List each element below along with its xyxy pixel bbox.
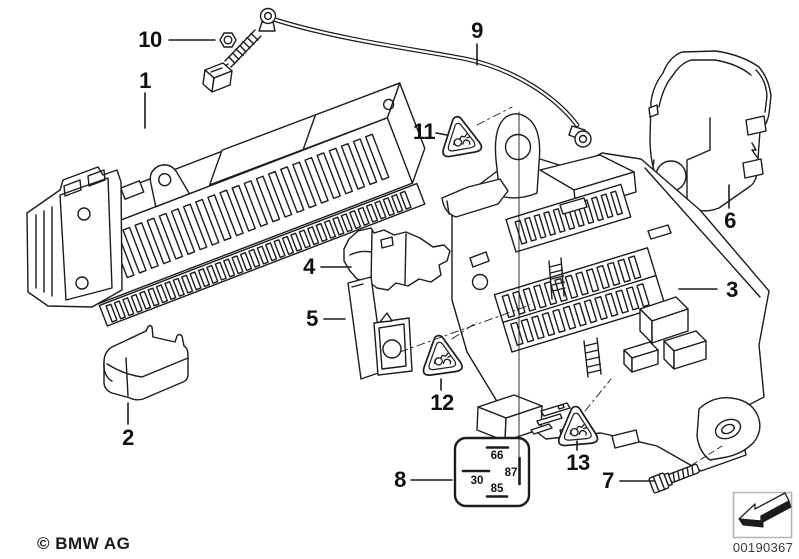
document-number: 00190367 bbox=[732, 540, 794, 555]
callout-6: 6 bbox=[724, 208, 736, 233]
callout-1: 1 bbox=[139, 68, 151, 93]
part-1-power-distribution-box bbox=[26, 82, 426, 327]
battery-cable-assembly bbox=[202, 7, 277, 93]
callout-4: 4 bbox=[303, 254, 315, 279]
callout-9: 9 bbox=[471, 18, 483, 43]
callout-10: 10 bbox=[138, 27, 162, 52]
cable-part-9 bbox=[273, 17, 592, 148]
callout-12: 12 bbox=[430, 390, 454, 415]
callout-11: 11 bbox=[412, 119, 436, 144]
relay-pin-85: 85 bbox=[490, 483, 504, 495]
copyright-text: © BMW AG bbox=[37, 534, 131, 553]
relay-pin-87: 87 bbox=[504, 467, 518, 479]
construction-lines bbox=[399, 106, 723, 479]
nut-part-10 bbox=[219, 32, 237, 48]
callout-8: 8 bbox=[394, 467, 406, 492]
callout-3: 3 bbox=[726, 277, 738, 302]
relay-part-8 bbox=[476, 394, 571, 442]
relay-pin-diagram bbox=[453, 436, 531, 508]
relay-pin-30: 30 bbox=[470, 475, 484, 487]
part-5-plate bbox=[347, 276, 413, 380]
bmw-parts-arrow-logo bbox=[732, 491, 793, 539]
callout-5: 5 bbox=[306, 306, 318, 331]
part-2-cover bbox=[103, 324, 189, 401]
callout-7: 7 bbox=[602, 468, 614, 493]
warning-triangle-icon-11 bbox=[436, 112, 484, 159]
leader-lines bbox=[127, 39, 730, 482]
callout-13: 13 bbox=[566, 450, 590, 475]
bolt-part-7 bbox=[648, 463, 700, 494]
relay-pin-66: 66 bbox=[490, 450, 504, 462]
part-1-end-cap bbox=[26, 166, 123, 308]
warning-triangle-icon-12 bbox=[418, 332, 464, 377]
part-6-cover bbox=[648, 50, 772, 212]
callout-2: 2 bbox=[122, 425, 134, 450]
